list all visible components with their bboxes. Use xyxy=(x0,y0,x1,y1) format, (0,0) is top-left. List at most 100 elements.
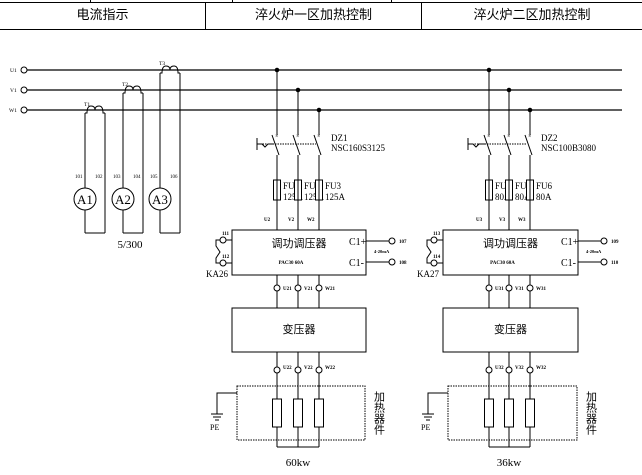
zone2-circuit: × × × DZ2 NSC100B3080 xyxy=(467,67,597,166)
svg-text:×: × xyxy=(317,134,320,140)
fuse-label: FU1 xyxy=(283,181,299,191)
terminal-icon xyxy=(526,366,534,374)
enclosure-boundary xyxy=(236,385,366,441)
divider xyxy=(421,2,422,29)
terminal-icon xyxy=(273,366,281,374)
terminal-icon xyxy=(388,237,396,245)
phase-label: V32 xyxy=(515,366,524,371)
ammeter-a1: 101 102 A1 xyxy=(73,175,105,234)
terminal-icon xyxy=(315,284,323,292)
terminal-label: 107 xyxy=(399,240,407,245)
ct-coil-icon xyxy=(123,85,143,94)
phase-label: U32 xyxy=(495,366,504,371)
ground-pe: PE xyxy=(421,392,448,432)
terminal-icon xyxy=(20,106,28,114)
divider xyxy=(205,2,206,29)
fuse-rating: 80A xyxy=(515,192,531,202)
header-bottom-rule xyxy=(0,29,642,30)
terminal-label: 101 xyxy=(75,175,83,180)
ground-wire xyxy=(216,392,237,414)
terminal-icon xyxy=(600,258,608,266)
switch-blade-icon xyxy=(503,134,512,156)
phase-label: W22 xyxy=(325,366,336,371)
relay-label: KA27 xyxy=(417,269,439,279)
terminal-label: 105 xyxy=(150,175,158,180)
heater-resistor-icon xyxy=(504,398,514,428)
fuse-rating: 125A xyxy=(283,192,304,202)
heater-resistor-icon xyxy=(484,398,494,428)
fuse-rating: 125A xyxy=(325,192,346,202)
regulator-model: PAC30 60A xyxy=(490,261,515,266)
phase-label: V31 xyxy=(515,287,524,292)
bus-label-u1: U1 xyxy=(10,68,17,74)
divider xyxy=(90,0,91,2)
heater-resistor-icon xyxy=(525,398,535,428)
ground-label: PE xyxy=(421,423,430,432)
header-col-zone1: 淬火炉一区加热控制 xyxy=(254,8,372,23)
relay-contact-icon xyxy=(426,239,432,264)
terminal-label: 108 xyxy=(399,261,407,266)
circuit-breaker-dz1: × × × DZ1 NSC160S3125 xyxy=(256,133,386,166)
control-plus-label: C1+ xyxy=(349,237,367,248)
fuse-label: FU5 xyxy=(515,181,532,191)
terminal-icon xyxy=(294,284,302,292)
terminal-icon xyxy=(388,258,396,266)
ct-label: T3 xyxy=(159,61,165,67)
bus-label-w1: W1 xyxy=(9,108,17,114)
transformer: 变压器 xyxy=(231,307,367,353)
terminal-label: 104 xyxy=(133,175,141,180)
divider xyxy=(391,0,392,2)
terminal-icon xyxy=(20,66,28,74)
svg-text:×: × xyxy=(275,134,278,140)
terminal-label: 103 xyxy=(113,175,121,180)
terminal-icon xyxy=(430,259,438,267)
heater-resistor-icon xyxy=(293,398,303,428)
phase-label: W3 xyxy=(518,218,526,223)
heater-resistor-icon xyxy=(314,398,324,428)
terminal-icon xyxy=(430,236,438,244)
ammeter-icon xyxy=(148,187,172,211)
svg-text:×: × xyxy=(507,134,510,140)
switch-blade-icon xyxy=(292,134,301,156)
fuse-label: FU6 xyxy=(536,181,553,191)
ct-ratio: 5/300 xyxy=(117,239,143,251)
signal-range-label: 4-20mA xyxy=(374,249,390,254)
header-col-current: 电流指示 xyxy=(76,8,129,23)
switch-blade-icon xyxy=(483,134,492,156)
breaker-handle-icon xyxy=(256,138,274,150)
ammeter-a2: 103 104 A2 xyxy=(111,175,143,234)
transformer-label: 变压器 xyxy=(283,322,316,336)
terminal-label: 112 xyxy=(222,255,230,260)
fuse-rating: 80A xyxy=(495,192,511,202)
terminal-label: 110 xyxy=(611,261,619,266)
transformer: 变压器 xyxy=(442,307,579,353)
heater-elements: 加热器件 xyxy=(447,385,598,448)
phase-label: U3 xyxy=(476,218,483,223)
terminal-label: 111 xyxy=(222,232,229,237)
bus-line-u1: U1 xyxy=(10,66,622,74)
terminal-label: 106 xyxy=(170,175,178,180)
signal-range-label: 4-20mA xyxy=(586,249,602,254)
switch-blade-icon xyxy=(313,134,322,156)
ground-label: PE xyxy=(210,423,219,432)
power-rating: 36kw xyxy=(497,457,522,469)
circuit-breaker-dz2: × × × DZ2 NSC100B3080 xyxy=(467,133,597,166)
phase-label: W32 xyxy=(536,366,547,371)
terminal-icon xyxy=(485,366,493,374)
fuse-6: FU6 80A W3 xyxy=(518,179,553,230)
header-col-zone2: 淬火炉二区加热控制 xyxy=(473,8,591,23)
svg-text:×: × xyxy=(296,134,299,140)
svg-text:×: × xyxy=(528,134,531,140)
ammeter-label: A3 xyxy=(152,192,168,207)
phase-label: V22 xyxy=(304,366,313,371)
phase-label: U21 xyxy=(283,287,292,292)
enclosure-boundary xyxy=(447,385,578,441)
breaker-model: NSC100B3080 xyxy=(541,143,597,153)
heater-resistor-icon xyxy=(272,398,282,428)
